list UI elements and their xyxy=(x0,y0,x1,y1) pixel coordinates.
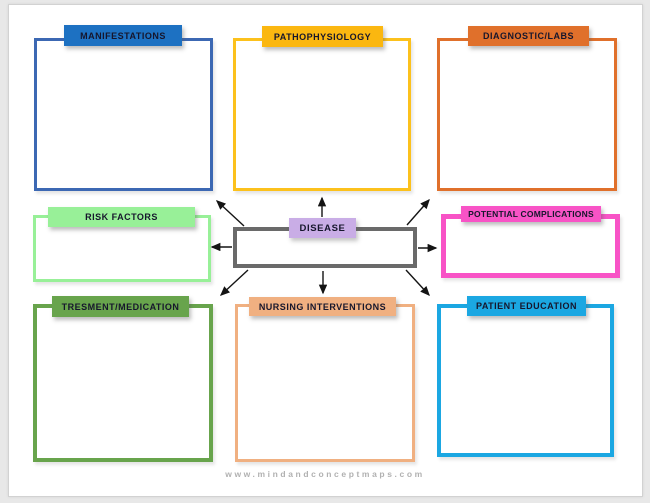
patient-education-header[interactable]: PATIENT EDUCATION xyxy=(467,296,586,316)
risk-factors-header[interactable]: RISK FACTORS xyxy=(48,207,195,227)
potential-complications-header[interactable]: POTENTIAL COMPLICATIONS xyxy=(461,206,601,222)
patient-education-content-box[interactable] xyxy=(437,304,614,457)
diagnostic-labs-header[interactable]: DIAGNOSTIC/LABS xyxy=(468,26,589,46)
manifestations-content-box[interactable] xyxy=(34,38,213,191)
tresment-medication-header[interactable]: TRESMENT/MEDICATION xyxy=(52,296,189,317)
watermark-url: www.mindandconceptmaps.com xyxy=(225,469,425,479)
arrow-down-right xyxy=(405,269,430,297)
arrow-up-right xyxy=(406,198,430,226)
nursing-interventions-header[interactable]: NURSING INTERVENTIONS xyxy=(249,297,396,316)
tresment-medication-content-box[interactable] xyxy=(33,304,213,462)
arrow-up-left xyxy=(215,200,245,227)
pathophysiology-header[interactable]: PATHOPHYSIOLOGY xyxy=(262,26,383,47)
manifestations-header[interactable]: MANIFESTATIONS xyxy=(64,25,182,46)
arrow-down-left xyxy=(219,269,249,296)
disease-header[interactable]: DISEASE xyxy=(289,218,356,238)
diagnostic-labs-content-box[interactable] xyxy=(437,38,617,191)
